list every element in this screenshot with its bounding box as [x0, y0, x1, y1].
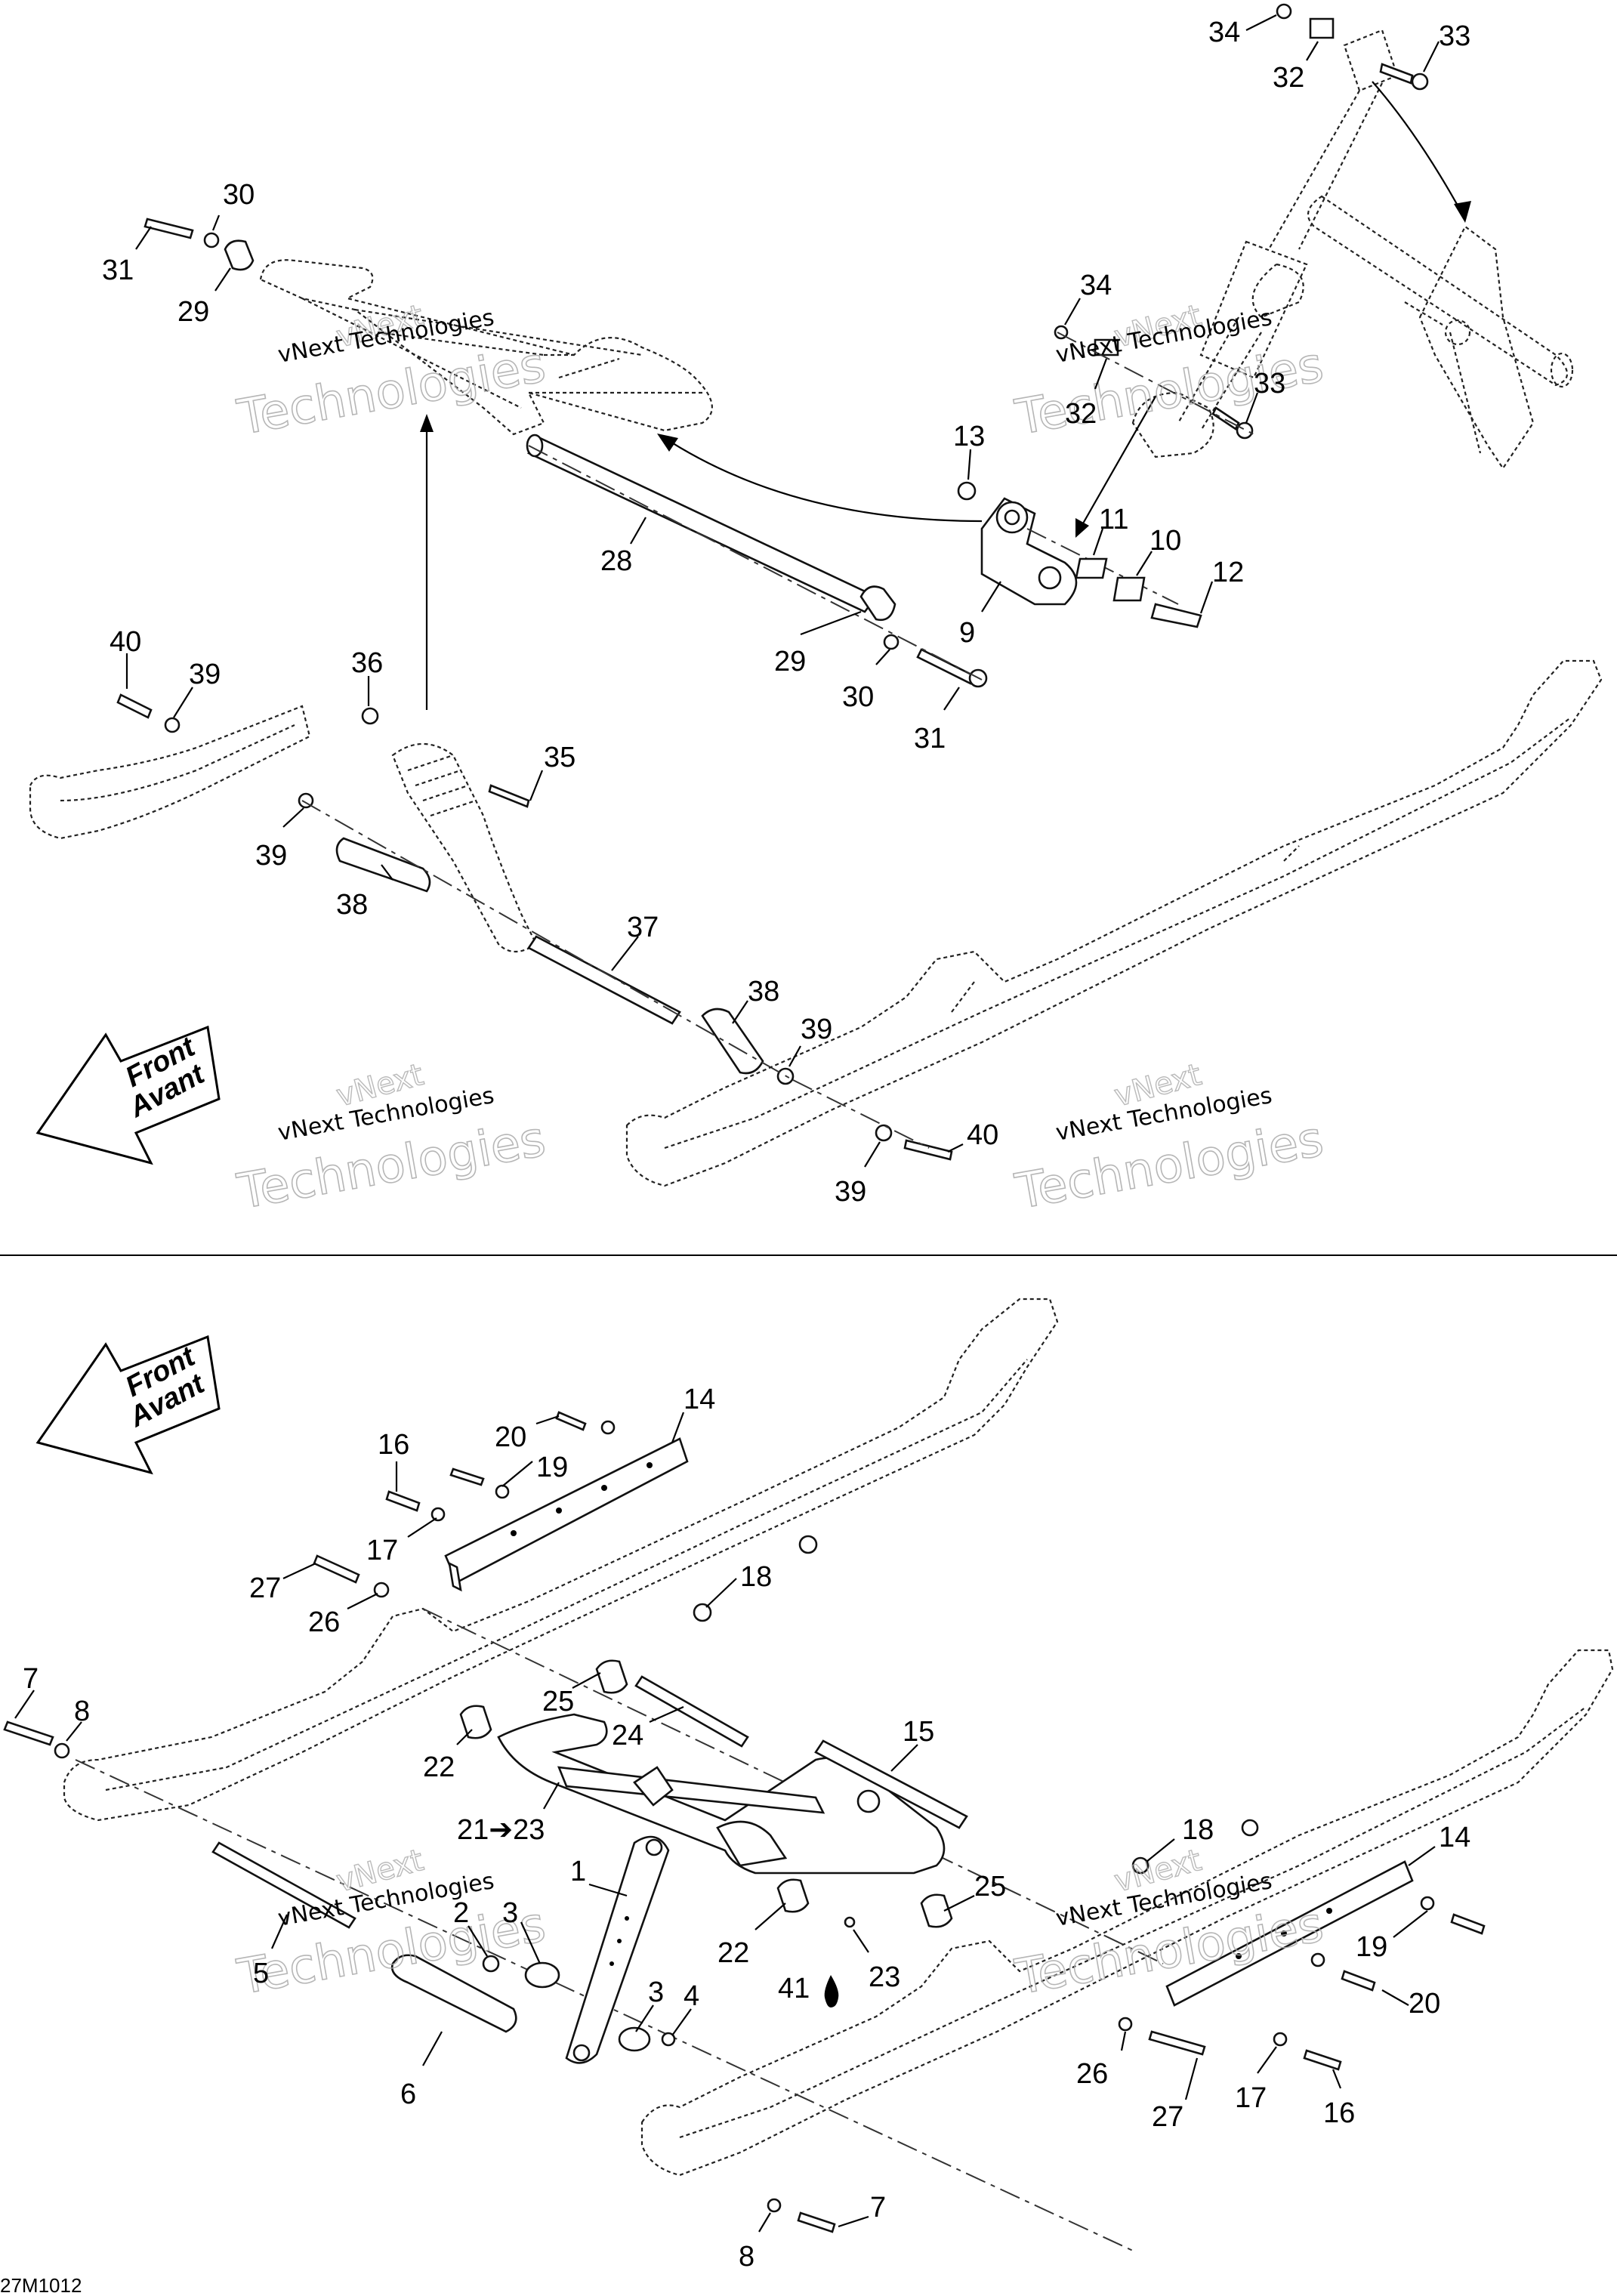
callout-5: 5 — [253, 1958, 269, 1989]
callout-40-right: 40 — [967, 1119, 998, 1151]
callout-4: 4 — [684, 1980, 699, 2012]
bracket-9-drawing — [957, 481, 1202, 628]
right-rail-bottom — [640, 1649, 1614, 2177]
callout-30: 30 — [223, 179, 255, 211]
arm-bolt-hardware — [143, 218, 255, 271]
front-rail-left — [29, 705, 311, 840]
slider-14-upper — [444, 1437, 689, 1592]
callout-21-23: 21➔23 — [457, 1814, 545, 1846]
callout-32-mid: 32 — [1065, 398, 1097, 430]
callout-18-upper: 18 — [740, 1561, 772, 1593]
callout-27-lower: 27 — [1152, 2101, 1183, 2133]
callout-8-lower: 8 — [739, 2241, 754, 2273]
front-arrow-bottom: Front Avant — [35, 1335, 221, 1475]
front-arm-drawing — [459, 1659, 968, 1928]
callout-1: 1 — [570, 1856, 586, 1887]
callout-31-top: 31 — [102, 255, 134, 286]
shaft-5-spacer-6 — [211, 1841, 676, 2052]
rear-arm-drawing — [259, 259, 713, 436]
callout-6: 6 — [400, 2078, 416, 2110]
figure-code: 27M1012 — [0, 2274, 82, 2296]
callout-36: 36 — [351, 647, 383, 679]
callout-28: 28 — [600, 545, 632, 577]
drop-icon — [824, 1975, 839, 2007]
callout-23-lower: 23 — [869, 1961, 900, 1993]
callout-37: 37 — [627, 912, 659, 943]
shock-top-hardware — [1054, 3, 1429, 440]
callout-39-left-top: 39 — [189, 659, 221, 690]
callout-24: 24 — [612, 1720, 643, 1751]
shaft-28-group — [526, 434, 988, 688]
callout-39-right: 39 — [801, 1014, 832, 1045]
callout-13: 13 — [953, 421, 985, 452]
callout-34-top: 34 — [1208, 17, 1240, 48]
callout-19-upper: 19 — [536, 1452, 568, 1483]
callout-33-mid: 33 — [1254, 368, 1285, 400]
front-shock-drawing — [301, 707, 795, 1085]
callout-17-upper: 17 — [366, 1535, 398, 1566]
callout-30-mid: 30 — [842, 681, 874, 713]
watermark-1: vNext vNext Technologies Technologies — [233, 298, 550, 446]
callout-20-upper: 20 — [495, 1421, 526, 1453]
callout-18-lower: 18 — [1182, 1814, 1214, 1846]
callout-12: 12 — [1212, 557, 1244, 588]
link-arm-1 — [565, 1835, 670, 2064]
slider-14-lower — [1165, 1860, 1414, 2007]
callout-7-lower: 7 — [870, 2192, 886, 2223]
right-rail-top-hardware — [792, 1079, 953, 1161]
callout-2: 2 — [453, 1897, 469, 1929]
callout-35: 35 — [544, 742, 576, 773]
callout-17-lower: 17 — [1235, 2082, 1267, 2114]
right-rail-top — [625, 659, 1603, 1187]
callout-38-right: 38 — [748, 976, 779, 1008]
callout-25-lower: 25 — [974, 1871, 1006, 1903]
callout-40-left: 40 — [110, 626, 141, 658]
callout-26-lower: 26 — [1076, 2058, 1108, 2090]
cross-shaft-drawing — [1307, 195, 1574, 470]
callout-14-lower: 14 — [1439, 1822, 1470, 1853]
watermark-4: vNext vNext Technologies Technologies — [1011, 1057, 1328, 1221]
callout-29-top: 29 — [177, 296, 209, 328]
callout-33-top: 33 — [1439, 20, 1470, 52]
callout-20-lower: 20 — [1409, 1988, 1440, 2020]
callout-10: 10 — [1149, 525, 1181, 557]
callout-7-upper: 7 — [23, 1663, 39, 1695]
front-rail-hardware — [116, 693, 314, 809]
slider-hardware — [3, 1411, 1486, 2251]
watermark-6: vNext vNext Technologies Technologies — [1011, 1842, 1328, 2006]
callout-39-left-bottom: 39 — [255, 840, 287, 872]
callout-9: 9 — [959, 617, 975, 649]
callouts-top: 34 33 32 30 31 29 34 33 32 13 11 10 12 9… — [102, 14, 1470, 1208]
callout-32-top: 32 — [1273, 62, 1304, 94]
left-rail-bottom — [63, 1298, 1059, 1822]
callout-15: 15 — [903, 1716, 934, 1748]
callouts-bottom: 14 20 16 19 17 18 27 26 7 8 25 24 22 15 … — [14, 1384, 1470, 2273]
callout-31-mid: 31 — [914, 723, 946, 755]
callout-38-left: 38 — [336, 889, 368, 921]
assembly-arrows-top — [420, 81, 1471, 710]
callout-29-mid: 29 — [774, 646, 806, 677]
callout-22-upper: 22 — [423, 1751, 455, 1783]
callout-25-upper: 25 — [542, 1686, 574, 1717]
shock-assembly-drawing — [1131, 29, 1399, 458]
callout-16-upper: 16 — [378, 1429, 409, 1461]
callout-3-upper: 3 — [502, 1897, 518, 1929]
callout-22-lower: 22 — [717, 1937, 749, 1969]
callout-39-bottom: 39 — [835, 1176, 866, 1208]
callout-16-lower: 16 — [1323, 2097, 1355, 2129]
callout-26-upper: 26 — [308, 1606, 340, 1638]
callout-8-upper: 8 — [74, 1696, 90, 1727]
callout-41: 41 — [778, 1973, 810, 2004]
callout-27-upper: 27 — [249, 1572, 281, 1604]
callout-34-mid: 34 — [1080, 270, 1112, 301]
callout-11: 11 — [1099, 504, 1128, 535]
callout-14-upper: 14 — [684, 1384, 715, 1415]
callout-19-lower: 19 — [1356, 1931, 1387, 1963]
front-arrow-top: Front Avant — [35, 1025, 221, 1165]
watermark-3: vNext vNext Technologies Technologies — [233, 1057, 550, 1221]
callout-3-lower: 3 — [648, 1977, 664, 2008]
